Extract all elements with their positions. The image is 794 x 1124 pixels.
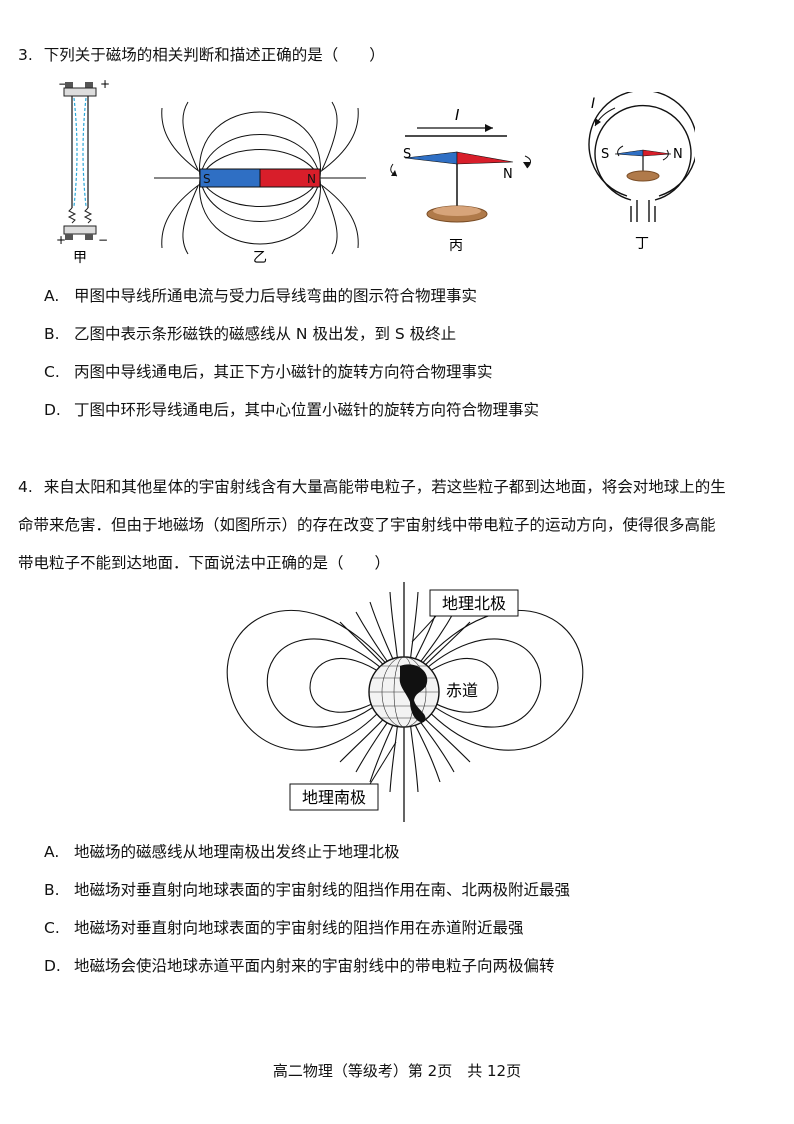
north-pole-label: 地理北极	[442, 594, 506, 613]
option-text: 地磁场对垂直射向地球表面的宇宙射线的阻挡作用在南、北两极附近最强	[74, 881, 571, 899]
needle-n-label: N	[673, 147, 683, 162]
figure-ding: I S N 丁	[588, 92, 695, 252]
stem-line-1: 4. 来自太阳和其他星体的宇宙射线含有大量高能带电粒子，若这些粒子都到达地面，将…	[18, 468, 788, 506]
option-b[interactable]: B. 地磁场对垂直射向地球表面的宇宙射线的阻挡作用在南、北两极附近最强	[44, 878, 570, 900]
south-pole-label: 地理南极	[302, 788, 366, 807]
option-label: C.	[44, 363, 60, 381]
option-label: A.	[44, 287, 60, 305]
terminal-plus-bottom: +	[56, 233, 66, 247]
figure-yi: S N 乙	[154, 101, 366, 266]
option-label: B.	[44, 881, 60, 899]
current-label: I	[591, 96, 595, 112]
terminal-minus-bottom: −	[98, 233, 108, 247]
geomagnetic-field-figure: 地理北极 赤道 地理南极	[226, 582, 584, 822]
option-text: 乙图中表示条形磁铁的磁感线从 N 极出发，到 S 极终止	[74, 325, 457, 343]
option-label: B.	[44, 325, 60, 343]
option-label: D.	[44, 957, 61, 975]
needle-s-label: S	[403, 147, 411, 162]
figure-caption-yi: 乙	[253, 250, 267, 266]
figure-caption-jia: 甲	[73, 250, 87, 266]
figure-jia: − + + − 甲	[56, 77, 110, 266]
option-text: 丙图中导线通电后，其正下方小磁针的旋转方向符合物理事实	[74, 363, 493, 381]
option-b[interactable]: B. 乙图中表示条形磁铁的磁感线从 N 极出发，到 S 极终止	[44, 322, 456, 344]
magnet-n-label: N	[307, 172, 316, 186]
option-c[interactable]: C. 地磁场对垂直射向地球表面的宇宙射线的阻挡作用在赤道附近最强	[44, 916, 524, 938]
needle-s-label: S	[601, 147, 609, 162]
figure-caption-bing: 丙	[449, 238, 463, 254]
terminal-minus-top: −	[58, 77, 68, 91]
magnet-s-label: S	[203, 172, 211, 186]
needle-n-label: N	[503, 167, 513, 182]
option-text: 甲图中导线所通电流与受力后导线弯曲的图示符合物理事实	[74, 287, 478, 305]
option-text: 地磁场对垂直射向地球表面的宇宙射线的阻挡作用在赤道附近最强	[74, 919, 524, 937]
option-text: 丁图中环形导线通电后，其中心位置小磁针的旋转方向符合物理事实	[74, 401, 540, 419]
current-label: I	[455, 106, 460, 124]
terminal-plus-top: +	[100, 77, 110, 91]
question-number: 3.	[18, 46, 33, 64]
stem-line-2: 命带来危害．但由于地磁场（如图所示）的存在改变了宇宙射线中带电粒子的运动方向，使…	[18, 516, 716, 534]
question-4-stem: 4. 来自太阳和其他星体的宇宙射线含有大量高能带电粒子，若这些粒子都到达地面，将…	[18, 468, 788, 582]
option-c[interactable]: C. 丙图中导线通电后，其正下方小磁针的旋转方向符合物理事实	[44, 360, 493, 382]
option-a[interactable]: A. 地磁场的磁感线从地理南极出发终止于地理北极	[44, 840, 400, 862]
option-d[interactable]: D. 地磁场会使沿地球赤道平面内射来的宇宙射线中的带电粒子向两极偏转	[44, 954, 555, 976]
stem-text: 来自太阳和其他星体的宇宙射线含有大量高能带电粒子，若这些粒子都到达地面，将会对地…	[43, 478, 726, 496]
option-d[interactable]: D. 丁图中环形导线通电后，其中心位置小磁针的旋转方向符合物理事实	[44, 398, 539, 420]
figure-caption-ding: 丁	[635, 236, 649, 252]
option-label: D.	[44, 401, 61, 419]
option-label: A.	[44, 843, 60, 861]
question-number: 4.	[18, 478, 33, 496]
question-text: 下列关于磁场的相关判断和描述正确的是（ ）	[43, 46, 385, 64]
question-3-stem: 3. 下列关于磁场的相关判断和描述正确的是（ ）	[18, 36, 385, 74]
option-a[interactable]: A. 甲图中导线所通电流与受力后导线弯曲的图示符合物理事实	[44, 284, 477, 306]
stem-line-3: 带电粒子不能到达地面．下面说法中正确的是（ ）	[18, 554, 391, 572]
page-footer: 高二物理（等级考）第 2页 共 12页	[272, 1062, 522, 1080]
option-text: 地磁场的磁感线从地理南极出发终止于地理北极	[74, 843, 400, 861]
figure-bing: I S N 丙	[390, 106, 531, 254]
equator-label: 赤道	[446, 681, 478, 700]
option-label: C.	[44, 919, 60, 937]
option-text: 地磁场会使沿地球赤道平面内射来的宇宙射线中的带电粒子向两极偏转	[74, 957, 555, 975]
